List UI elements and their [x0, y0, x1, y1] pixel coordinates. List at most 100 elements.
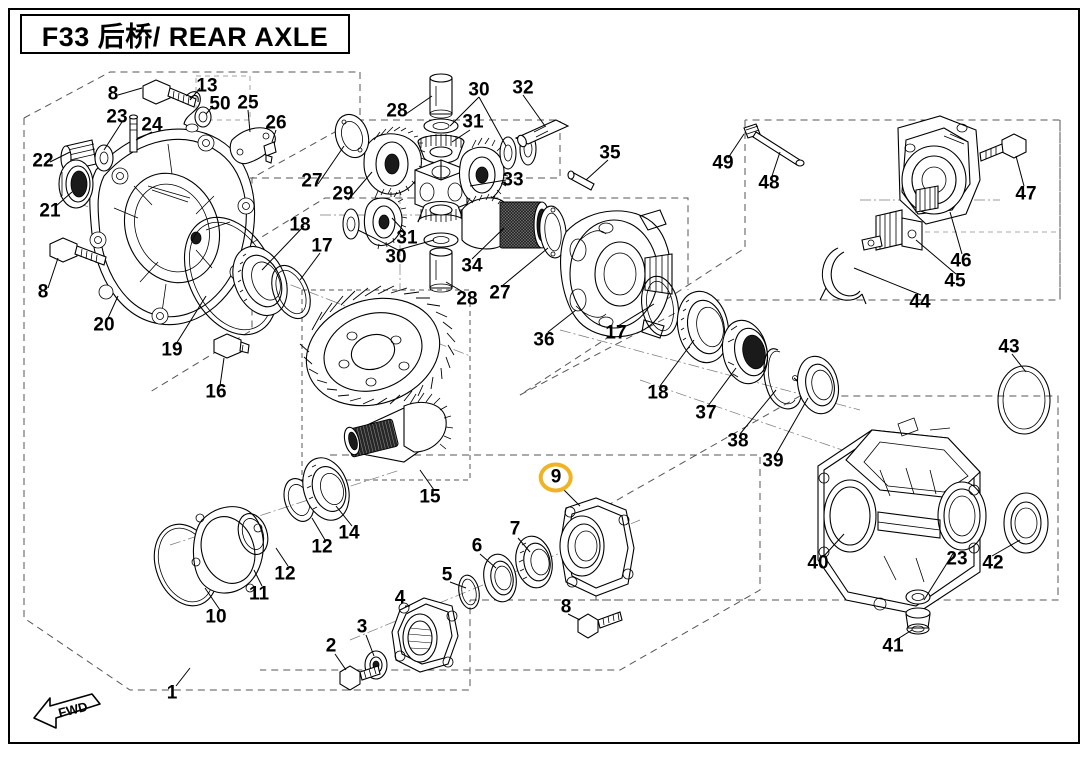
callout-27-left[interactable]: 27 [301, 170, 323, 192]
callout-3[interactable]: 3 [356, 616, 368, 638]
part-46-actuator-housing [897, 115, 981, 225]
part-8-bolt-bottom [577, 611, 623, 639]
callout-41[interactable]: 41 [882, 635, 904, 657]
callout-38[interactable]: 38 [727, 430, 749, 452]
callout-49[interactable]: 49 [712, 152, 734, 174]
callout-37[interactable]: 37 [695, 402, 717, 424]
callout-14[interactable]: 14 [338, 522, 360, 544]
callout-17-right[interactable]: 17 [605, 322, 627, 344]
callout-15[interactable]: 15 [419, 486, 441, 508]
part-16-bolt [213, 333, 250, 359]
callout-8-upper-left[interactable]: 8 [107, 83, 119, 105]
part-32-cross-shaft [514, 119, 570, 148]
part-24-breather [128, 114, 139, 153]
callout-29[interactable]: 29 [332, 183, 354, 205]
part-11-gasket-plate [191, 506, 264, 594]
part-27-gasket-right [539, 205, 567, 259]
callout-16[interactable]: 16 [205, 381, 227, 403]
part-37-bearing-retainer [721, 319, 769, 385]
part-28-pin-top [429, 73, 453, 119]
callout-12-b[interactable]: 12 [311, 536, 333, 558]
part-6-seal [483, 553, 517, 603]
part-33-spider-block [414, 159, 468, 215]
leader-lines [47, 87, 1027, 687]
callout-34[interactable]: 34 [461, 255, 483, 277]
part-22-plug [60, 139, 97, 171]
callout-7[interactable]: 7 [509, 518, 521, 540]
callout-8-lower-left[interactable]: 8 [37, 281, 49, 303]
callout-46[interactable]: 46 [950, 250, 972, 272]
callout-47[interactable]: 47 [1015, 183, 1037, 205]
part-40-axle-housing [817, 417, 987, 615]
part-43-o-ring-right [997, 365, 1051, 435]
diagram-title-box: F33 后桥/ REAR AXLE [20, 14, 350, 54]
callout-27-right[interactable]: 27 [489, 282, 511, 304]
callout-4[interactable]: 4 [394, 587, 406, 609]
callout-17-left[interactable]: 17 [311, 235, 333, 257]
part-41-drain-plug [905, 607, 931, 635]
callout-31-top[interactable]: 31 [462, 111, 484, 133]
callout-43[interactable]: 43 [998, 336, 1020, 358]
callout-19[interactable]: 19 [161, 339, 183, 361]
part-38-snap-ring [763, 348, 802, 410]
callout-26[interactable]: 26 [265, 112, 287, 134]
part-23-washer-bottom [905, 589, 931, 605]
part-45-slider-block [875, 209, 923, 251]
callout-9-highlighted[interactable]: 9 [538, 462, 573, 492]
part-31-side-gear-bottom [417, 200, 465, 223]
callout-1[interactable]: 1 [166, 682, 178, 704]
forward-direction-arrow: FWD [33, 693, 101, 729]
callout-13[interactable]: 13 [196, 75, 218, 97]
part-4-flange [391, 597, 459, 673]
callout-50[interactable]: 50 [209, 93, 231, 115]
callout-39[interactable]: 39 [762, 450, 784, 472]
part-30-washer-bottom [423, 232, 459, 248]
callout-6[interactable]: 6 [471, 535, 483, 557]
fwd-label: FWD [57, 699, 89, 721]
callout-23-left[interactable]: 23 [106, 106, 128, 128]
callout-23-bottom[interactable]: 23 [946, 548, 968, 570]
part-26-screw [263, 141, 277, 164]
callout-10[interactable]: 10 [205, 606, 227, 628]
callout-28-top[interactable]: 28 [386, 100, 408, 122]
part-50-washer [194, 106, 212, 128]
callout-12-a[interactable]: 12 [274, 563, 296, 585]
part-2-bolt [339, 665, 381, 691]
part-49-48-shift-rod [743, 123, 805, 167]
callout-40[interactable]: 40 [807, 552, 829, 574]
callout-35[interactable]: 35 [599, 142, 621, 164]
part-9-hub-carrier [559, 497, 635, 597]
callout-8-bottom[interactable]: 8 [560, 596, 572, 618]
part-8-bolt-lower-left [49, 237, 107, 266]
callout-30-lower[interactable]: 30 [385, 246, 407, 268]
callout-2[interactable]: 2 [325, 635, 337, 657]
part-30-washer-lower-left [342, 208, 360, 240]
callout-11[interactable]: 11 [248, 583, 270, 605]
callout-18-right[interactable]: 18 [647, 382, 669, 404]
callout-21[interactable]: 21 [39, 200, 61, 222]
page-title: F33 后桥/ REAR AXLE [41, 21, 329, 52]
callout-20[interactable]: 20 [93, 314, 115, 336]
callout-44[interactable]: 44 [909, 291, 931, 313]
callout-28-bottom[interactable]: 28 [456, 288, 478, 310]
callout-25[interactable]: 25 [237, 92, 259, 114]
callout-24[interactable]: 24 [141, 114, 163, 136]
callout-5[interactable]: 5 [441, 564, 453, 586]
callout-31-lower[interactable]: 31 [396, 227, 418, 249]
part-47-bolt [979, 133, 1027, 162]
callout-33[interactable]: 33 [502, 169, 524, 191]
part-5-shim [458, 574, 480, 610]
callout-30-top[interactable]: 30 [468, 79, 490, 101]
part-14-bearing [302, 457, 350, 521]
callout-22[interactable]: 22 [32, 150, 54, 172]
callout-32[interactable]: 32 [512, 77, 534, 99]
part-36-differential-carrier [560, 209, 673, 339]
callout-42[interactable]: 42 [982, 552, 1004, 574]
callout-48[interactable]: 48 [758, 172, 780, 194]
part-17-shim-left [271, 264, 311, 320]
callout-18-left[interactable]: 18 [289, 214, 311, 236]
part-8-bolt-upper-left [142, 79, 197, 108]
callout-45[interactable]: 45 [944, 270, 966, 292]
callout-36[interactable]: 36 [533, 329, 555, 351]
